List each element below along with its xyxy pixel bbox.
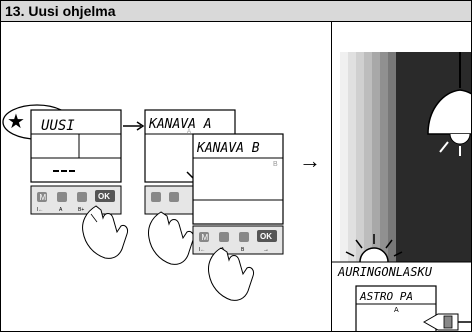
screen-1-m-button[interactable]	[37, 192, 47, 202]
left-illustration: ★ UUSI M OK I← A B+	[2, 104, 321, 301]
screen-1-ok-label: OK	[98, 192, 110, 201]
hand-1-detail	[90, 213, 98, 223]
screen-2-m-button[interactable]	[151, 192, 161, 202]
sunset-label: AURINGONLASKU	[337, 265, 433, 279]
screen-3-m-button[interactable]	[199, 232, 209, 242]
astro-screen-text: ASTRO PA	[359, 290, 413, 303]
screen-1-plus-button[interactable]	[77, 192, 87, 202]
pointing-hand-2-icon	[148, 211, 194, 265]
section-title: 13. Uusi ohjelma	[5, 3, 116, 19]
screen-1-segment	[53, 170, 59, 172]
arrow-1-head	[136, 121, 145, 131]
next-step-arrow: →	[299, 148, 321, 173]
screen-1-text: UUSI	[41, 118, 75, 134]
screen-1-caption: B+	[78, 207, 84, 213]
screen-3-caption: →	[263, 247, 269, 253]
screen-2-sublabel: A	[187, 129, 191, 135]
screen-1-caption: I←	[37, 207, 43, 213]
screen-3-text: KANAVA B	[196, 141, 260, 156]
astro-screen: ASTRO PA A	[355, 285, 437, 331]
screen-1-frame	[30, 109, 122, 183]
screen-3-sublabel: B	[273, 161, 278, 168]
screen-3-m-label: M	[202, 233, 209, 242]
plug-icon	[422, 313, 471, 331]
screen-3-frame	[192, 133, 284, 225]
pointing-hand-3-icon	[208, 247, 254, 301]
astro-screen-frame	[355, 285, 437, 331]
screen-3-minus-button[interactable]	[219, 232, 229, 242]
star-symbol: ★	[7, 111, 25, 133]
screen-3-ok-label: OK	[260, 232, 272, 241]
screen-3-caption: B	[241, 247, 245, 253]
pointing-hand-1-icon	[82, 205, 128, 259]
astro-screen-sublabel: A	[394, 307, 399, 314]
screen-1-minus-button[interactable]	[57, 192, 67, 202]
screen-1-caption: A	[59, 207, 63, 213]
screen-1-ok-button[interactable]	[95, 190, 115, 202]
device-screen-1: UUSI M OK I← A B+	[30, 109, 122, 215]
screen-3-plus-button[interactable]	[239, 232, 249, 242]
screen-2-text: KANAVA A	[148, 117, 212, 132]
screen-3-caption: I←	[199, 247, 205, 253]
right-illustration: AURINGONLASKU ASTRO PA A	[332, 52, 471, 331]
lamp-icon	[427, 52, 471, 156]
device-screen-3: KANAVA B B M OK I← A B →	[192, 133, 284, 255]
screen-1-m-label: M	[40, 193, 47, 202]
sunset-gradient	[332, 52, 471, 262]
setting-sun-icon	[345, 234, 403, 263]
screen-3-ok-button[interactable]	[257, 230, 277, 242]
screen-1-segment	[61, 170, 67, 172]
screen-1-segment	[69, 170, 75, 172]
dark-sky	[396, 52, 471, 262]
screen-2-minus-button[interactable]	[169, 192, 179, 202]
panel-divider	[331, 22, 332, 331]
section-header: 13. Uusi ohjelma	[1, 1, 471, 22]
